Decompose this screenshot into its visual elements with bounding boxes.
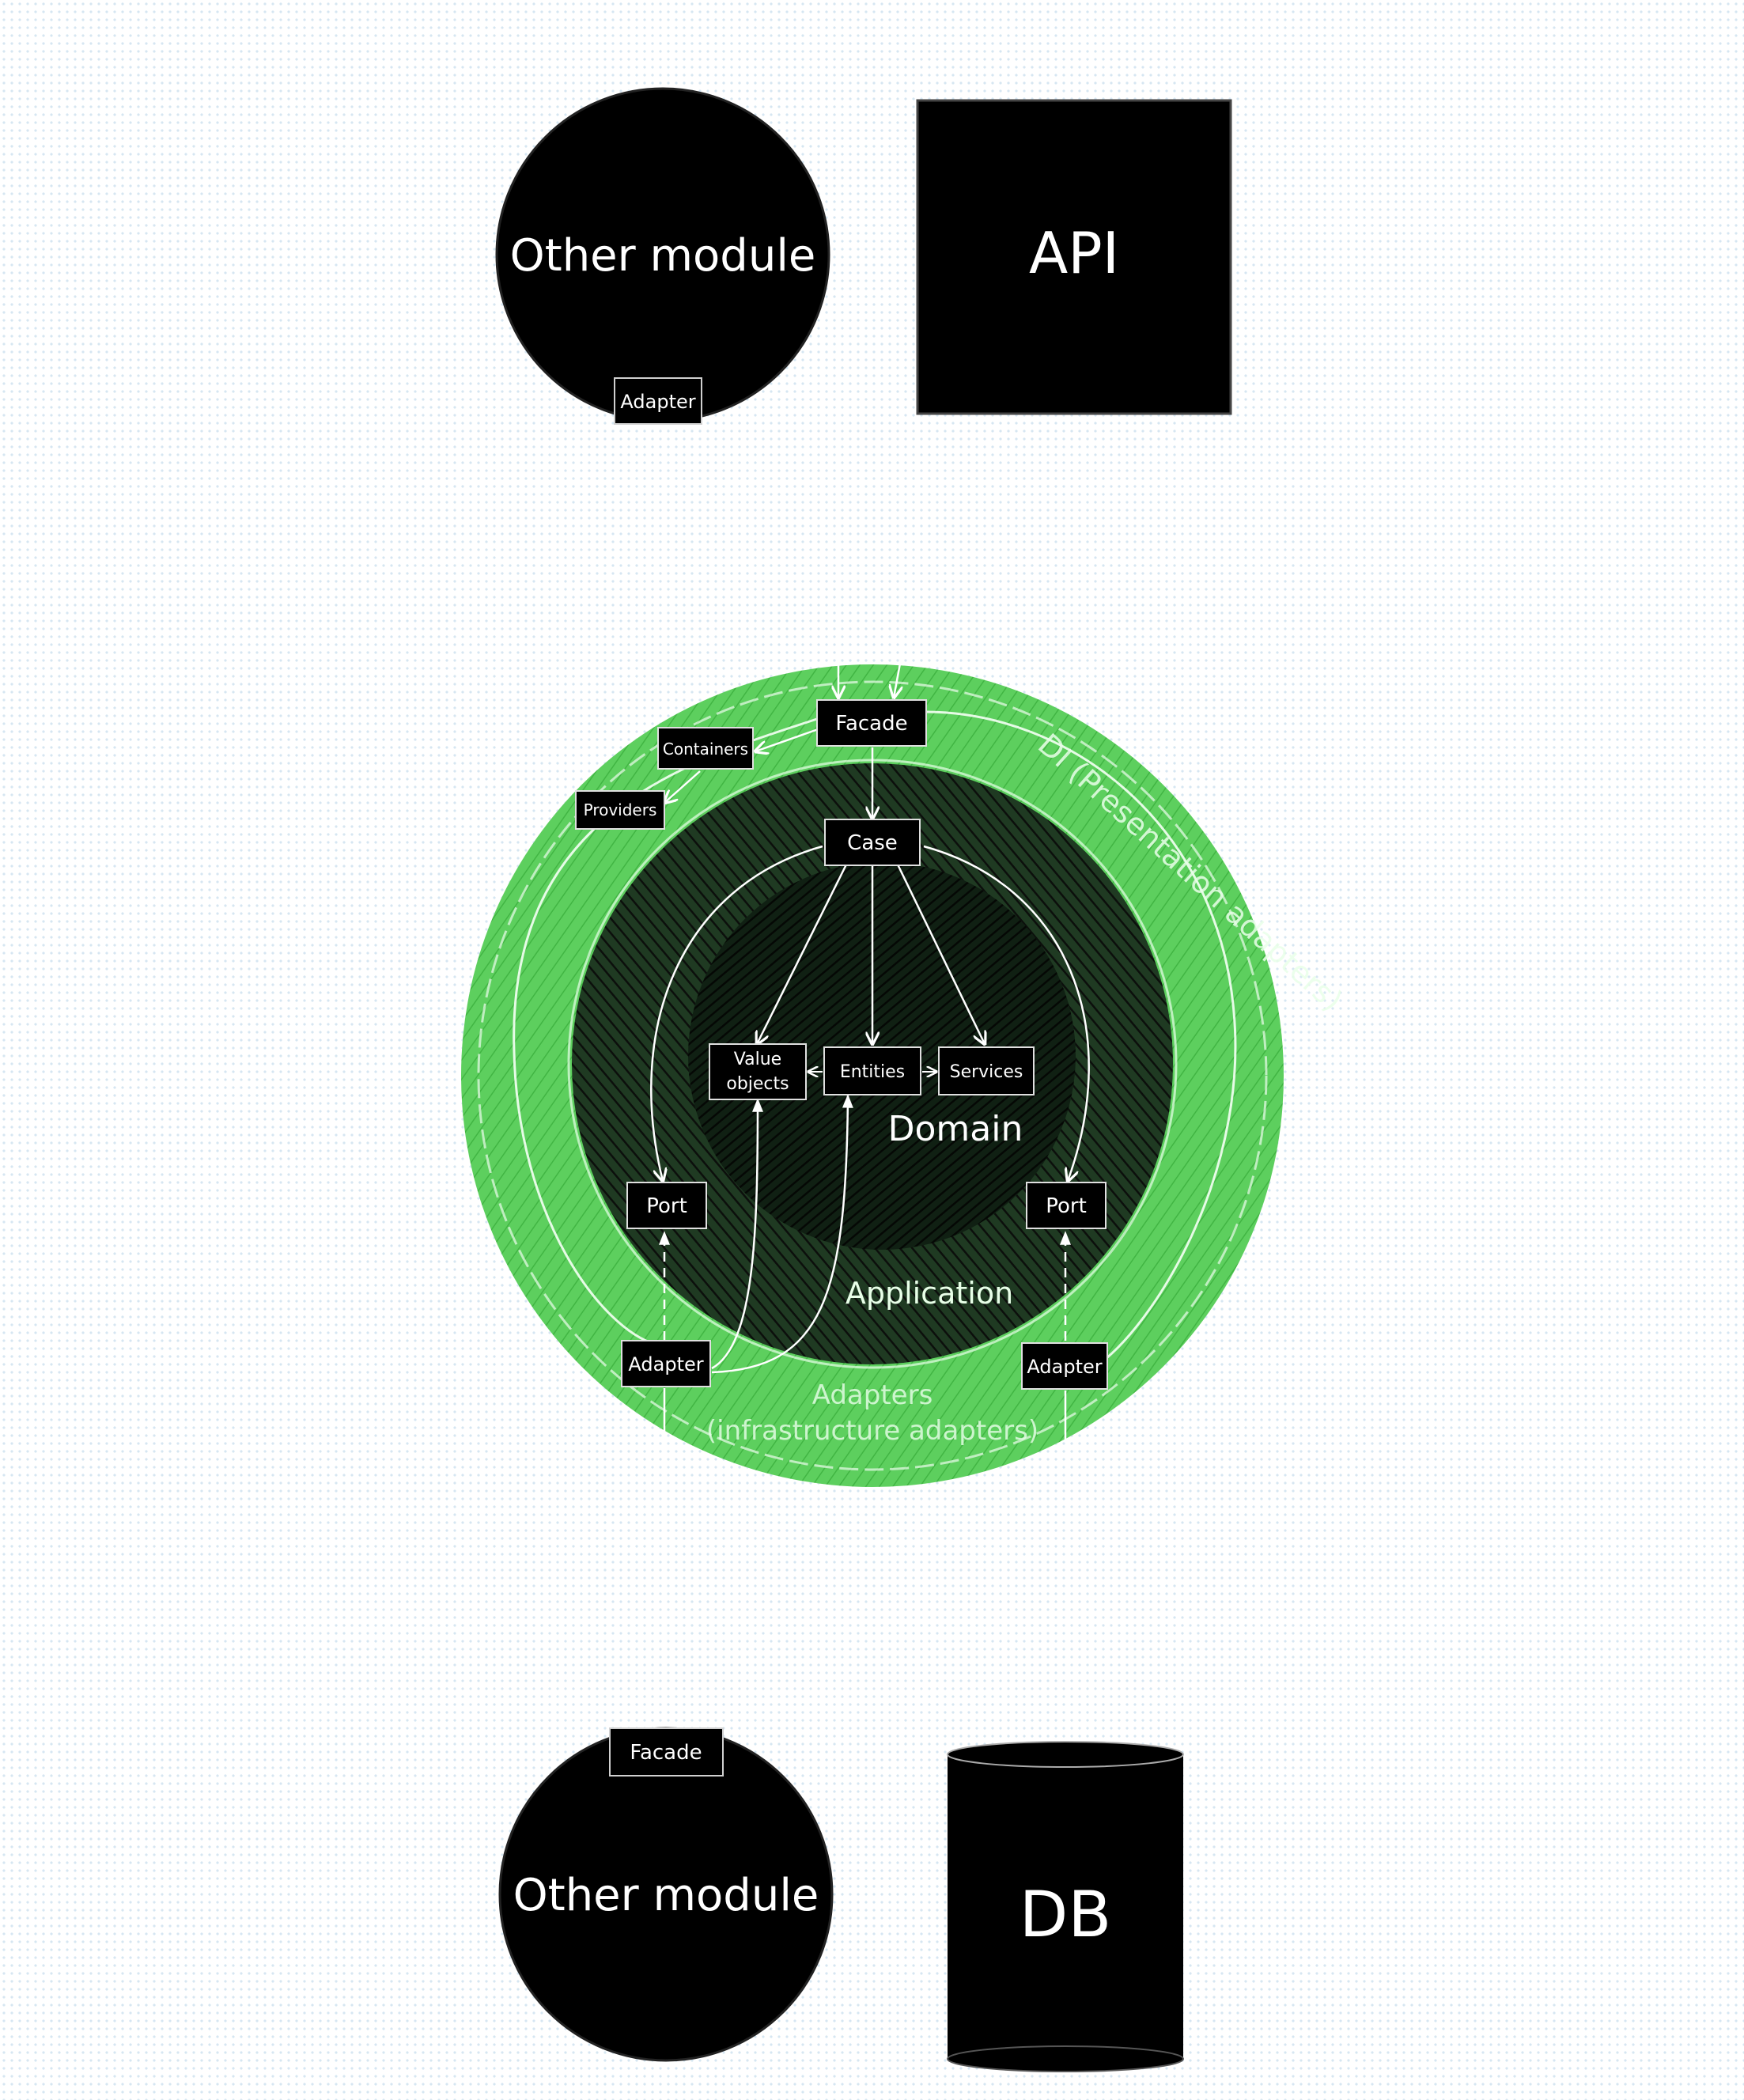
port-left-label: Port bbox=[646, 1194, 687, 1218]
adapters-label: Adapters bbox=[812, 1379, 933, 1411]
domain-label: Domain bbox=[888, 1109, 1023, 1149]
containers-label: Containers bbox=[663, 740, 748, 759]
arrow-adapter-value-objects bbox=[711, 1098, 763, 1370]
presentation-layer-outline bbox=[477, 680, 1268, 1471]
bottom-other-module-title: Other module bbox=[513, 1870, 819, 1921]
api-title: API bbox=[1029, 220, 1119, 286]
db-cylinder: DB bbox=[947, 1741, 1184, 2072]
arrow-case-port-left bbox=[650, 845, 823, 1181]
db-body bbox=[948, 1754, 1183, 2059]
case-box: Case bbox=[824, 819, 921, 866]
top-other-module: Other module Adapter bbox=[495, 87, 830, 425]
entities-box: Entities bbox=[823, 1046, 921, 1095]
db-title: DB bbox=[1020, 1878, 1111, 1951]
port-right-box: Port bbox=[1026, 1182, 1107, 1229]
providers-label: Providers bbox=[584, 800, 657, 819]
value-objects-label-1: Value bbox=[734, 1050, 781, 1069]
api-block: API bbox=[916, 99, 1232, 415]
containers-box: Containers bbox=[657, 727, 754, 770]
arrow-case-port-right bbox=[923, 845, 1090, 1181]
bottom-facade-box bbox=[609, 1727, 724, 1776]
value-objects-box: Value objects bbox=[709, 1043, 807, 1100]
api-square bbox=[916, 99, 1232, 415]
port-left-box: Port bbox=[626, 1182, 707, 1229]
bottom-facade-label: Facade bbox=[630, 1741, 702, 1765]
facade-label: Facade bbox=[835, 712, 907, 736]
value-objects-label-2: objects bbox=[726, 1074, 789, 1094]
arrow-containers-providers bbox=[664, 770, 701, 803]
top-adapter-label: Adapter bbox=[620, 391, 695, 413]
providers-box: Providers bbox=[575, 790, 665, 830]
db-bottom bbox=[947, 2045, 1184, 2072]
db-top bbox=[947, 1741, 1184, 1768]
adapter-left-box: Adapter bbox=[621, 1340, 711, 1387]
adapter-left-label: Adapter bbox=[628, 1353, 703, 1375]
top-adapter-box bbox=[614, 377, 702, 425]
case-label: Case bbox=[847, 831, 898, 855]
arrow-facade-containers bbox=[755, 726, 823, 751]
infrastructure-adapters-label: (infrastructure adapters) bbox=[706, 1415, 1038, 1447]
right-outer-flow bbox=[925, 710, 1237, 1370]
services-box: Services bbox=[938, 1046, 1035, 1095]
arrow-case-value-objects bbox=[757, 864, 848, 1044]
component-boxes: Facade Containers Providers Case Value o… bbox=[575, 699, 1108, 1390]
arrow-into-facade-2 bbox=[894, 654, 902, 698]
adapter-right-box: Adapter bbox=[1021, 1342, 1108, 1390]
adapter-right-label: Adapter bbox=[1027, 1356, 1102, 1378]
facade-box: Facade bbox=[816, 699, 927, 747]
bottom-other-module: Other module Facade bbox=[498, 1727, 834, 2062]
diagram-arrows bbox=[650, 654, 1090, 1440]
entities-label: Entities bbox=[840, 1062, 905, 1082]
application-label: Application bbox=[846, 1276, 1013, 1311]
top-other-module-title: Other module bbox=[510, 230, 816, 282]
services-label: Services bbox=[950, 1062, 1023, 1082]
port-right-label: Port bbox=[1046, 1194, 1087, 1218]
arrow-case-services bbox=[896, 864, 985, 1044]
arrow-adapter-entities bbox=[711, 1094, 853, 1374]
